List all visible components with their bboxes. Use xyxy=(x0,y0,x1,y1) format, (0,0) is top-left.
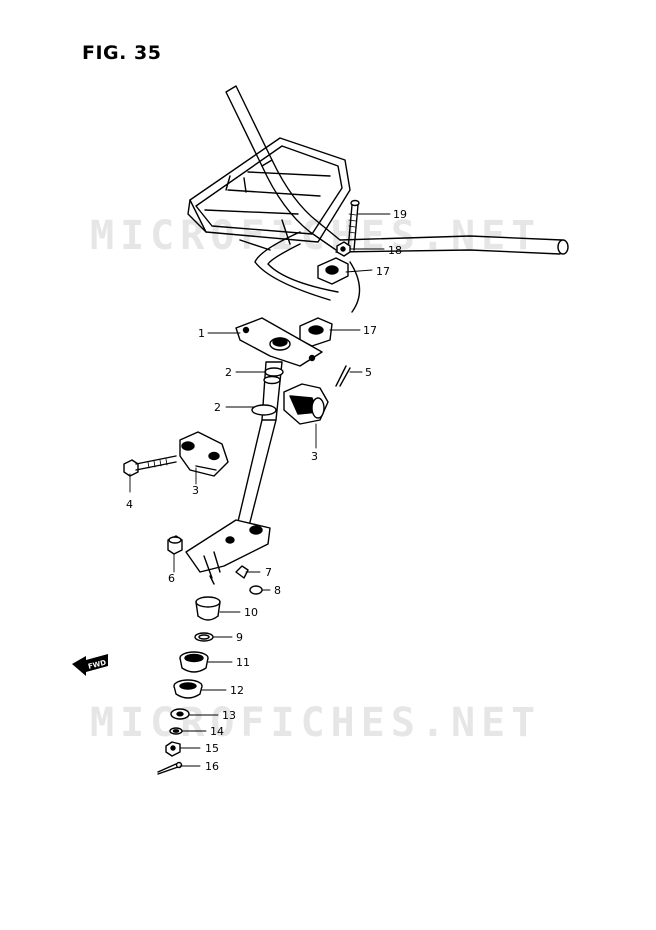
part-15-nut xyxy=(165,741,181,757)
part-12-bearing xyxy=(173,679,203,699)
callout-15: 15 xyxy=(205,742,219,755)
callout-2-upper: 2 xyxy=(225,366,232,379)
part-16-cotter-pin xyxy=(157,761,183,775)
part-9-washer xyxy=(194,632,214,642)
callout-11: 11 xyxy=(236,656,250,669)
part-3-clamp-right xyxy=(283,383,329,425)
part-10-bearing xyxy=(195,596,221,621)
part-13-washer xyxy=(170,708,190,720)
part-4-bolt xyxy=(123,455,177,477)
part-8-cap xyxy=(249,585,263,595)
fwd-arrow-icon: FWD xyxy=(72,654,108,676)
part-18-nut xyxy=(336,241,351,257)
figure-title: FIG. 35 xyxy=(82,42,162,64)
callout-14: 14 xyxy=(210,725,224,738)
callout-16: 16 xyxy=(205,760,219,773)
callout-19: 19 xyxy=(393,208,407,221)
part-11-seal xyxy=(179,651,209,673)
callout-3-left: 3 xyxy=(192,484,199,497)
part-6-bush xyxy=(167,535,183,555)
leader-lines xyxy=(129,213,391,767)
callout-labels: 19 18 17 17 1 2 5 2 3 4 3 6 7 8 10 9 11 … xyxy=(126,208,407,773)
callout-12: 12 xyxy=(230,684,244,697)
part-7-nipple xyxy=(235,565,249,579)
part-17-holder-lower xyxy=(299,317,333,347)
callout-17-lower: 17 xyxy=(363,324,377,337)
callout-2-lower: 2 xyxy=(214,401,221,414)
callout-17-upper: 17 xyxy=(376,265,390,278)
callout-3-right: 3 xyxy=(311,450,318,463)
part-19-bolt xyxy=(347,199,360,251)
callout-9: 9 xyxy=(236,631,243,644)
callout-1: 1 xyxy=(198,327,205,340)
callout-8: 8 xyxy=(274,584,281,597)
part-3-clamp-left xyxy=(179,431,229,477)
callout-4: 4 xyxy=(126,498,133,511)
lower-steering-arm xyxy=(185,519,271,585)
callout-13: 13 xyxy=(222,709,236,722)
part-17-holder-upper xyxy=(317,257,349,285)
front-rack xyxy=(187,137,351,251)
watermark-bottom: MICROFICHES.NET xyxy=(90,700,542,746)
handlebar xyxy=(225,85,569,313)
callout-10: 10 xyxy=(244,606,258,619)
part-1-upper-bracket xyxy=(235,317,323,367)
part-5-cotter-pin xyxy=(335,365,351,387)
part-14-washer xyxy=(169,727,183,735)
part-2-steering-shaft xyxy=(235,361,284,531)
callout-5: 5 xyxy=(365,366,372,379)
callout-18: 18 xyxy=(388,244,402,257)
callout-6: 6 xyxy=(168,572,175,585)
callout-7: 7 xyxy=(265,566,272,579)
